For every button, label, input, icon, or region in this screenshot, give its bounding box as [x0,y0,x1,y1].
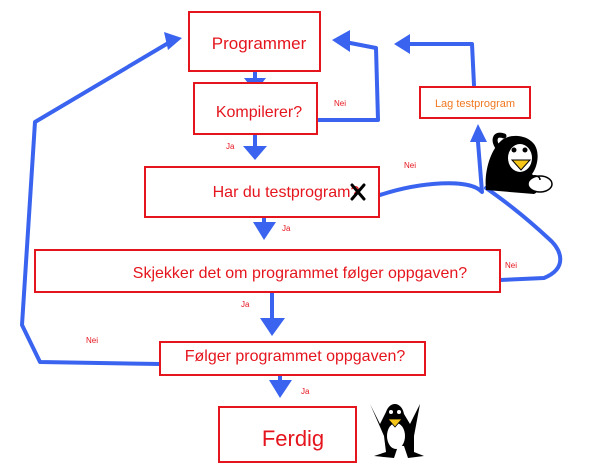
arrow-lagtest-loop [406,42,476,87]
edge-label-ja: Ja [301,387,310,396]
node-ferdig [218,406,357,463]
node-kompilerer [193,82,318,135]
arrowhead [394,34,410,54]
node-lag-testprogram-label: Lag testprogram [435,98,515,110]
arrowhead [470,124,487,142]
arrowhead [253,222,276,240]
arrow-kompilerer-nei-loop [314,40,380,122]
node-har-testprogram [144,166,380,218]
node-skjekker [34,249,501,293]
arrowhead [164,32,182,50]
node-ferdig-label: Ferdig [262,426,324,451]
node-skjekker-label: Skjekker det om programmet følger oppgav… [133,265,467,282]
node-boxes [34,11,531,463]
node-programmer [188,11,321,72]
cross-mark-icon [350,183,366,201]
node-kompilerer-label: Kompilerer? [216,104,302,121]
arrowhead [332,30,350,52]
node-programmer-label: Programmer [212,34,307,53]
penguin-thinking-icon [485,132,553,194]
arrow-skjekker-nei [484,186,563,282]
arrow-testprogram-nei [378,140,484,197]
edge-label-nei: Nei [334,99,346,108]
edge-label-ja: Ja [282,224,291,233]
arrowhead [269,380,292,398]
node-har-testprogram-label: Har du testprogram? [213,184,360,201]
edge-label-ja: Ja [241,300,250,309]
node-lag-testprogram [419,86,531,119]
edge-label-nei: Nei [505,261,517,270]
arrowhead [243,146,267,160]
edge-label-nei: Nei [404,161,416,170]
connectors [20,30,563,398]
edge-label-ja: Ja [226,142,235,151]
node-folger [159,341,426,376]
arrow-folger-nei-loop [20,40,172,366]
edge-label-nei: Nei [86,336,98,345]
node-folger-label: Følger programmet oppgaven? [185,348,406,365]
penguin-cheering-icon [370,403,424,458]
arrowhead [260,318,285,336]
